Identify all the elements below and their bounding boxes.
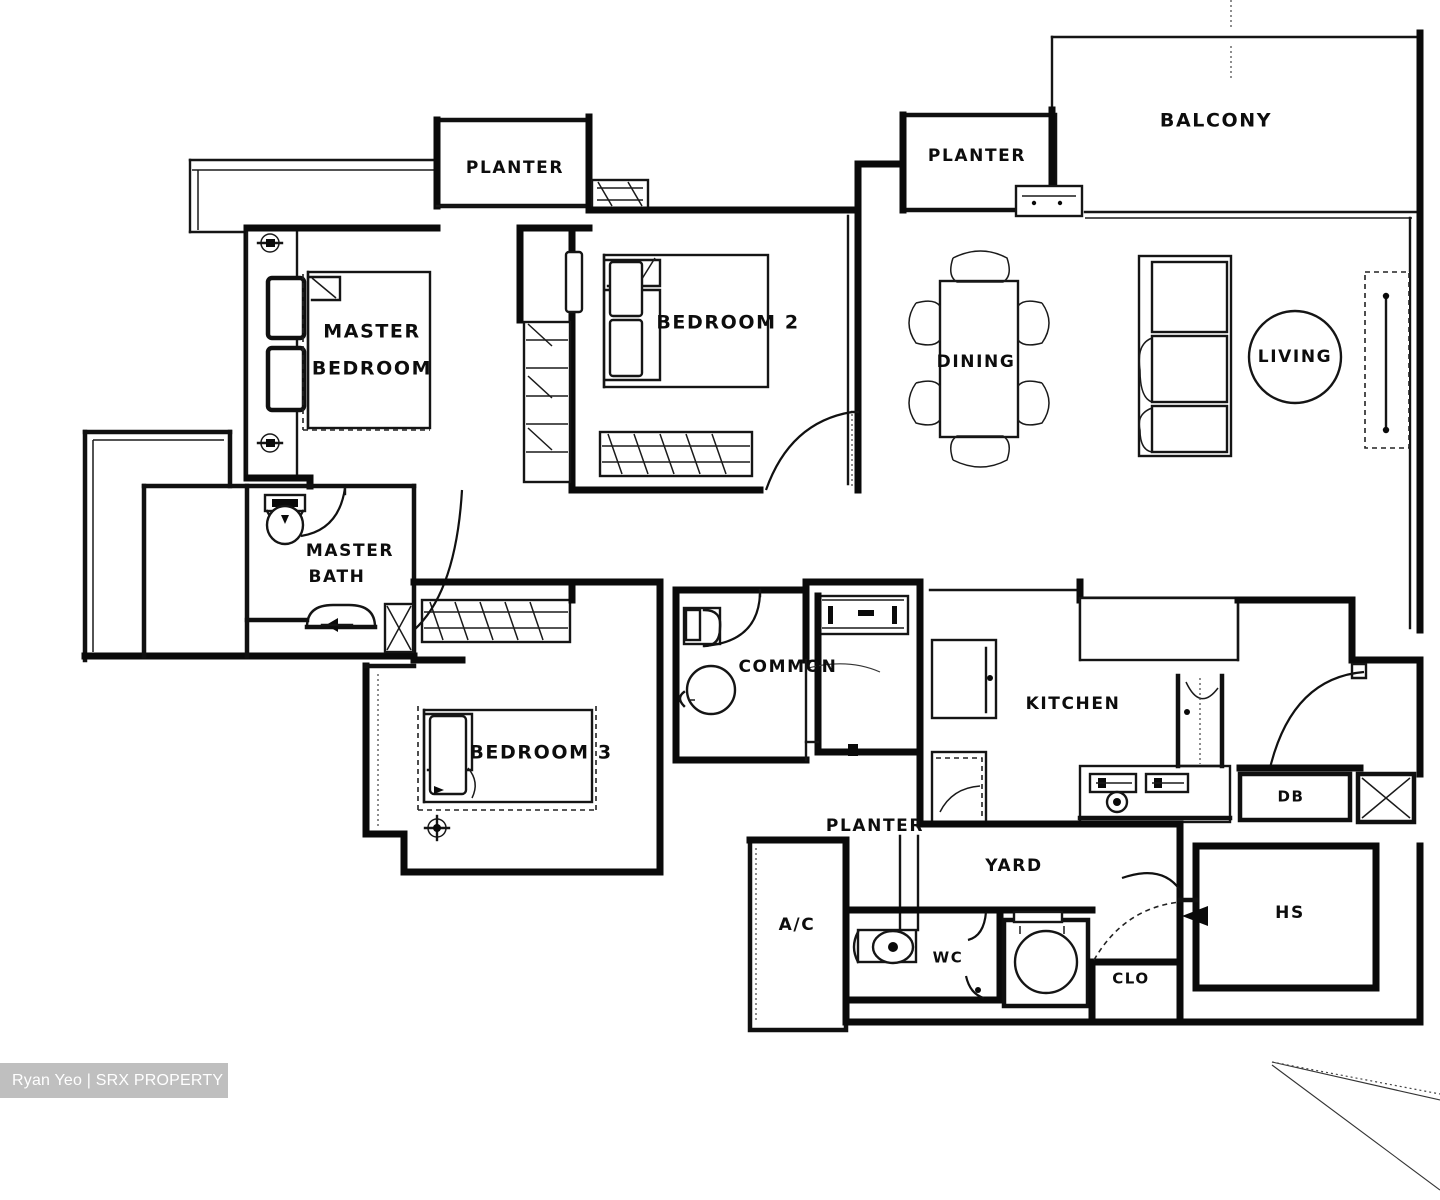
- label-master-bath-1: MASTER: [306, 541, 394, 561]
- bed2-fixture: [602, 253, 770, 389]
- bedroom2-walls: [516, 206, 862, 494]
- watermark-srx-property: Ryan Yeo | SRX PROPERTY: [0, 1063, 228, 1098]
- master-bedroom-walls: [141, 224, 432, 663]
- bedroom2-window-panel: [564, 250, 584, 314]
- kitchen-top-cabinet: [1078, 596, 1240, 662]
- kitchen-lower-cabinet: [930, 750, 988, 824]
- label-kitchen: KITCHEN: [1026, 694, 1121, 714]
- basin-fixture: [682, 606, 722, 648]
- tv-console-fixture: [1364, 271, 1410, 449]
- household-shelter-outline: [1177, 842, 1380, 992]
- kitchen-walls: [930, 596, 1424, 824]
- window-operator-icon-3: [423, 814, 451, 842]
- coffee-table-fixture: [1247, 309, 1343, 405]
- wc-toilet-fixture: [852, 928, 918, 965]
- bedroom2-wardrobe: [522, 320, 572, 484]
- label-wc: WC: [933, 949, 964, 967]
- yard-walls: [842, 836, 1424, 1026]
- label-common-bath: COMMON: [738, 657, 837, 677]
- master-window-panel-2: [265, 345, 307, 413]
- label-planter-nw: PLANTER: [466, 158, 564, 178]
- master-window-panel-1: [265, 275, 307, 341]
- central-lower-walls: [656, 578, 1084, 828]
- air-con-ledge-outline: [746, 836, 850, 1033]
- master-wc-fixture: [263, 493, 307, 546]
- label-clo: CLO: [1112, 970, 1150, 988]
- adjacent-unit-corner: [1271, 1061, 1440, 1191]
- entrance-area: [1236, 656, 1424, 825]
- corridor-wardrobe: [420, 598, 572, 644]
- label-household-shelter: HS: [1275, 903, 1305, 923]
- label-balcony: BALCONY: [1160, 110, 1272, 132]
- label-db: DB: [1277, 788, 1304, 806]
- kitchen-sink-fixture: [1088, 772, 1138, 794]
- master-bath-walls: [81, 429, 418, 663]
- bed3-fixture: [417, 706, 597, 811]
- label-dining: DINING: [937, 352, 1016, 372]
- bedroom2-wardrobe-bottom: [598, 430, 754, 478]
- dining-fixture: [908, 250, 1050, 468]
- kitchen-pantry: [1175, 673, 1225, 769]
- foyer-walls: [410, 489, 664, 664]
- label-bedroom-2: BEDROOM 2: [656, 312, 799, 334]
- window-operator-icon: [256, 233, 284, 253]
- bathtub-fixture: [304, 603, 378, 632]
- dining-table: [938, 279, 1020, 439]
- sofa-fixture: [1137, 254, 1233, 458]
- label-master-bath-2: BATH: [308, 567, 365, 587]
- label-yard: YARD: [984, 856, 1042, 876]
- master-bath-closet: [383, 602, 415, 654]
- db-box: [1237, 771, 1353, 823]
- common-bath-walls: [672, 586, 810, 764]
- label-bedroom-3: BEDROOM 3: [469, 742, 612, 764]
- label-master-bedroom-1: MASTER: [323, 321, 420, 343]
- washing-machine-fixture: [1001, 910, 1091, 1009]
- label-master-bedroom-2: BEDROOM: [312, 358, 432, 380]
- label-living: LIVING: [1258, 347, 1332, 367]
- bedroom2-window-box: [590, 178, 650, 210]
- label-planter-s: PLANTER: [826, 816, 924, 836]
- planter-nw-outline: [433, 113, 593, 214]
- label-planter-n: PLANTER: [928, 146, 1026, 166]
- kitchen-tall-cabinet: [930, 638, 998, 720]
- nw-window-ledge: [188, 158, 439, 234]
- n-planter-service-box: [1014, 184, 1084, 218]
- master-bed-fixture: [302, 270, 432, 431]
- label-air-con-ledge: A/C: [779, 915, 816, 935]
- balcony-outline: [1050, 29, 1424, 219]
- window-operator-icon-2: [256, 433, 284, 453]
- planter-s-outline: [898, 820, 1184, 932]
- bedroom3-walls: [362, 662, 664, 876]
- shower-tray-fixture: [678, 664, 737, 716]
- kitchen-hob-fixture: [1144, 772, 1190, 794]
- utility-store-walls: [804, 592, 924, 756]
- kitchen-counter: [1077, 764, 1233, 824]
